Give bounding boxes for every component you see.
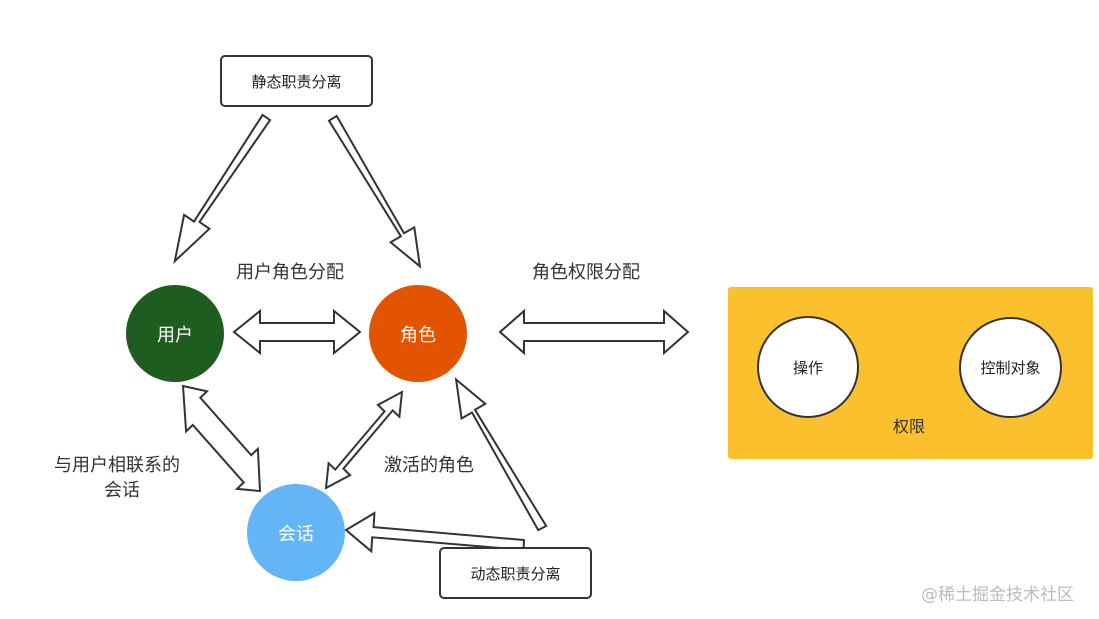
- role-permission-assignment-label: 角色权限分配: [532, 262, 640, 283]
- watermark: @稀土掘金技术社区: [921, 585, 1074, 605]
- arrow-dynamic-to-session: [344, 511, 526, 554]
- operation-node: 操作: [757, 316, 859, 418]
- role-node: 角色: [369, 285, 467, 382]
- dynamic-sod-box: 动态职责分离: [439, 547, 592, 599]
- arrow-role-permission: [498, 308, 690, 356]
- arrow-static-to-user: [173, 113, 272, 265]
- user-role-assignment-label: 用户角色分配: [236, 262, 344, 283]
- permission-label: 权限: [893, 417, 926, 436]
- dynamic-sod-label: 动态职责分离: [470, 564, 561, 583]
- user-session-label-line1: 与用户相联系的: [54, 455, 180, 476]
- arrow-dynamic-to-role: [454, 377, 548, 532]
- session-node: 会话: [247, 484, 345, 581]
- role-node-label: 角色: [400, 324, 436, 346]
- arrow-role-session: [324, 390, 404, 490]
- arrow-user-role: [232, 308, 362, 356]
- activated-roles-label: 激活的角色: [384, 455, 474, 476]
- static-sod-box: 静态职责分离: [220, 55, 373, 107]
- operation-label: 操作: [792, 358, 823, 377]
- session-node-label: 会话: [278, 523, 314, 545]
- arrow-user-session: [181, 384, 262, 493]
- user-node: 用户: [126, 285, 224, 382]
- user-session-label-line2: 会话: [104, 480, 140, 501]
- arrow-static-to-role: [327, 114, 422, 269]
- static-sod-label: 静态职责分离: [251, 72, 342, 91]
- controlled-object-label: 控制对象: [980, 359, 1041, 377]
- user-node-label: 用户: [157, 324, 193, 346]
- controlled-object-node: 控制对象: [959, 317, 1062, 418]
